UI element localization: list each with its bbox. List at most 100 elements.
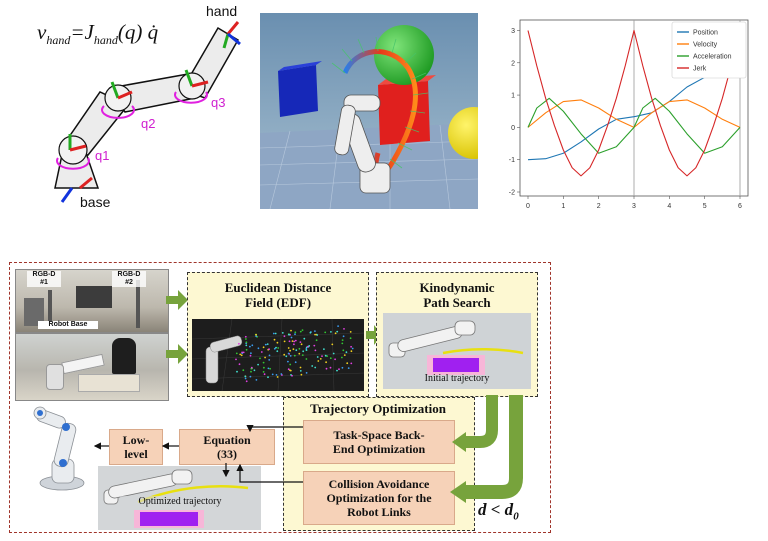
edf-point	[268, 368, 270, 370]
edf-point	[239, 363, 241, 365]
edf-point	[250, 352, 252, 354]
edf-point	[276, 374, 278, 376]
edf-point	[258, 347, 260, 349]
edf-point	[276, 350, 278, 352]
legend-label-position: Position	[693, 30, 718, 37]
edf-point	[348, 367, 350, 369]
chart-xtick-label: 2	[597, 203, 601, 210]
edf-point	[343, 335, 345, 337]
edf-point	[245, 336, 247, 338]
chart-xtick-label: 4	[667, 203, 671, 210]
edf-point	[314, 334, 316, 336]
edf-point	[275, 333, 277, 335]
edf-point	[287, 361, 289, 363]
edf-point	[245, 345, 247, 347]
chart-ytick-label: 0	[511, 125, 515, 132]
chart-xtick-label: 6	[738, 203, 742, 210]
edf-point	[261, 351, 263, 353]
edf-point	[333, 353, 335, 355]
edf-point	[317, 356, 319, 358]
edf-point	[289, 364, 291, 366]
edf-point	[350, 346, 352, 348]
edf-pointcloud-image	[192, 319, 364, 391]
edf-point	[277, 342, 279, 344]
green-ball	[374, 25, 434, 85]
edf-point	[325, 355, 327, 357]
legend-label-acceleration: Acceleration	[693, 54, 732, 61]
edf-point	[246, 349, 248, 351]
edf-point	[338, 368, 340, 370]
camera-1-label: RGB-D #1	[27, 271, 61, 287]
edf-point	[289, 369, 291, 371]
edf-point	[303, 338, 305, 340]
edf-point	[313, 345, 315, 347]
edf-point	[342, 339, 344, 341]
edf-point	[300, 367, 302, 369]
edf-point	[235, 359, 237, 361]
base-label: base	[80, 194, 110, 210]
edf-point	[255, 335, 257, 337]
collision-label: Collision Avoidance Optimization for the…	[326, 477, 431, 519]
chart-xtick-label: 3	[632, 203, 636, 210]
edf-point	[301, 343, 303, 345]
edf-point	[310, 332, 312, 334]
edf-point	[293, 341, 295, 343]
edf-point	[277, 347, 279, 349]
edf-title: Euclidean Distance Field (EDF)	[190, 280, 366, 310]
initial-trajectory-label: Initial trajectory	[383, 373, 531, 384]
edf-point	[300, 341, 302, 343]
edf-point	[350, 331, 352, 333]
hand-label: hand	[206, 3, 237, 19]
edf-point	[343, 328, 345, 330]
edf-point	[293, 348, 295, 350]
edf-point	[246, 380, 248, 382]
kino-title: Kinodynamic Path Search	[378, 280, 536, 310]
legend-label-jerk: Jerk	[693, 66, 707, 73]
edf-point	[242, 369, 244, 371]
edf-point	[316, 334, 318, 336]
edf-point	[263, 371, 265, 373]
simulation-render	[260, 13, 478, 209]
edf-point	[274, 339, 276, 341]
edf-point	[326, 368, 328, 370]
distance-condition: d < d0	[478, 500, 519, 522]
edf-point	[288, 353, 290, 355]
chart-ytick-label: -1	[509, 157, 515, 164]
edf-point	[324, 332, 326, 334]
edf-point	[251, 367, 253, 369]
edf-point	[331, 344, 333, 346]
edf-point	[236, 353, 238, 355]
edf-point	[245, 378, 247, 380]
chart-ytick-label: 3	[511, 28, 515, 35]
edf-point	[315, 350, 317, 352]
edf-point	[300, 331, 302, 333]
edf-point	[291, 375, 293, 377]
edf-point	[300, 370, 302, 372]
edf-point	[289, 340, 291, 342]
edf-point	[336, 370, 338, 372]
edf-point	[273, 333, 275, 335]
edf-point	[263, 367, 265, 369]
lab-photo-bottom	[15, 333, 169, 401]
chart-xtick-label: 1	[561, 203, 565, 210]
edf-point	[288, 347, 290, 349]
edf-point	[250, 376, 252, 378]
edf-point	[269, 355, 271, 357]
edf-point	[265, 344, 267, 346]
edf-point	[298, 353, 300, 355]
chart-xtick-label: 0	[526, 203, 530, 210]
collision-avoidance-block: Collision Avoidance Optimization for the…	[303, 471, 455, 525]
edf-point	[249, 346, 251, 348]
edf-point	[250, 355, 252, 357]
edf-point	[257, 364, 259, 366]
edf-point	[301, 374, 303, 376]
low-level-label: Low- level	[123, 433, 150, 461]
edf-point	[294, 331, 296, 333]
edf-point	[295, 349, 297, 351]
edf-point	[321, 355, 323, 357]
equation-block: Equation (33)	[179, 429, 275, 465]
edf-point	[251, 344, 253, 346]
edf-point	[282, 332, 284, 334]
chart-legend: PositionVelocityAccelerationJerk	[672, 22, 746, 78]
